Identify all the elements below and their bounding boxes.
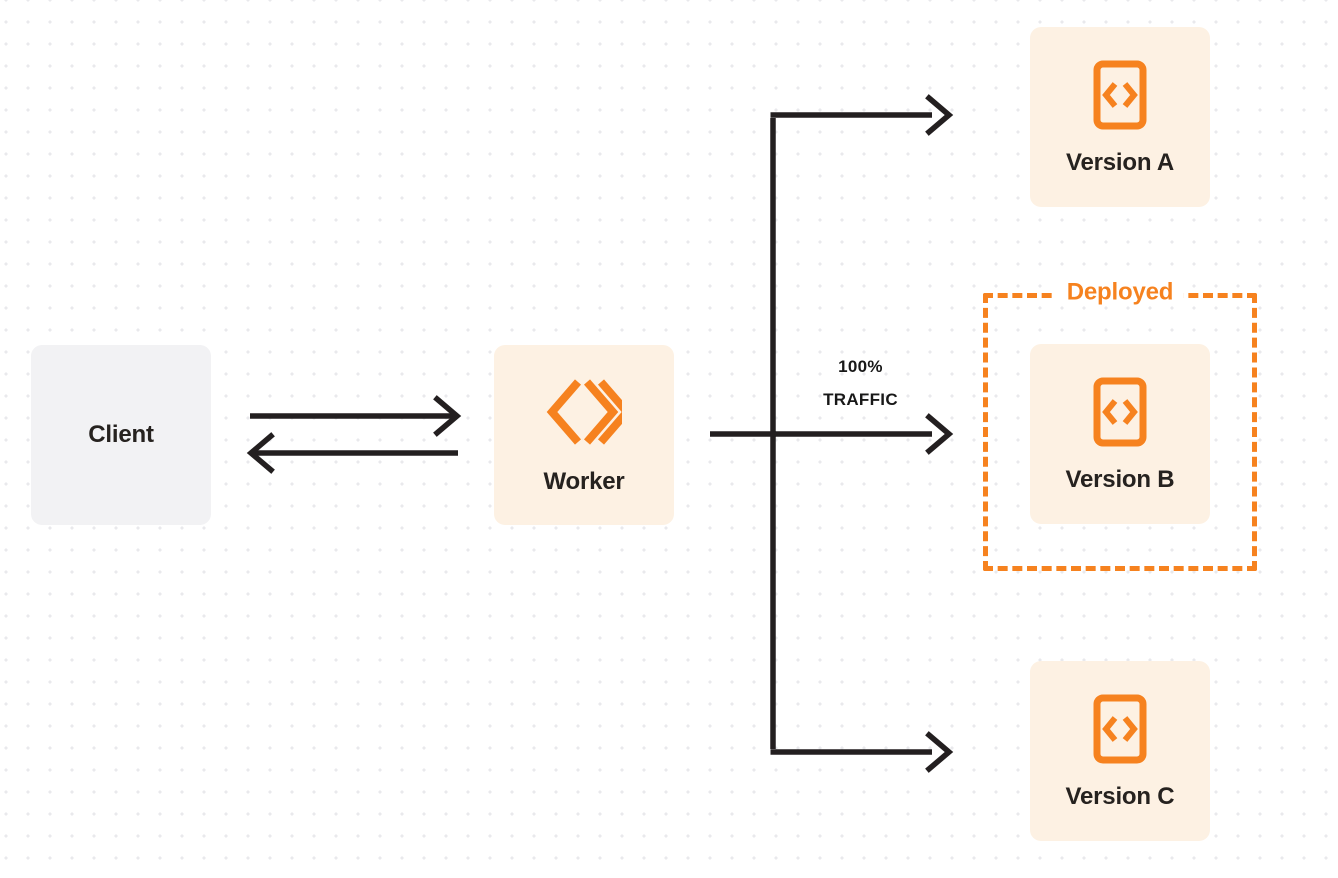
code-file-icon	[1092, 376, 1148, 448]
version-a-node-label: Version A	[1065, 149, 1175, 176]
version-b-node-label: Version B	[1065, 466, 1175, 493]
code-file-icon	[1092, 59, 1148, 131]
edge-trunk-to-version-c	[770, 731, 954, 773]
version-c-node[interactable]: Version C	[1030, 661, 1210, 841]
worker-node[interactable]: Worker	[494, 345, 674, 525]
cloudflare-workers-logo-icon	[546, 376, 622, 448]
edge-trunk-to-version-a	[770, 94, 954, 136]
worker-node-label: Worker	[543, 468, 625, 495]
client-node[interactable]: Client	[31, 345, 211, 525]
version-b-node[interactable]: Version B	[1030, 344, 1210, 524]
version-a-node[interactable]: Version A	[1030, 27, 1210, 207]
edge-worker-to-client	[246, 432, 458, 474]
client-node-label: Client	[88, 421, 154, 448]
edge-trunk-to-version-b	[773, 413, 954, 455]
traffic-label: 100% TRAFFIC	[793, 350, 928, 416]
traffic-word: TRAFFIC	[823, 390, 898, 409]
traffic-percent: 100%	[838, 357, 883, 376]
version-c-node-label: Version C	[1065, 783, 1175, 810]
code-file-icon	[1092, 693, 1148, 765]
deployed-group-label: Deployed	[1055, 280, 1185, 305]
edge-client-to-worker	[250, 395, 462, 437]
deployed-group-boundary: Deployed	[983, 280, 1257, 571]
